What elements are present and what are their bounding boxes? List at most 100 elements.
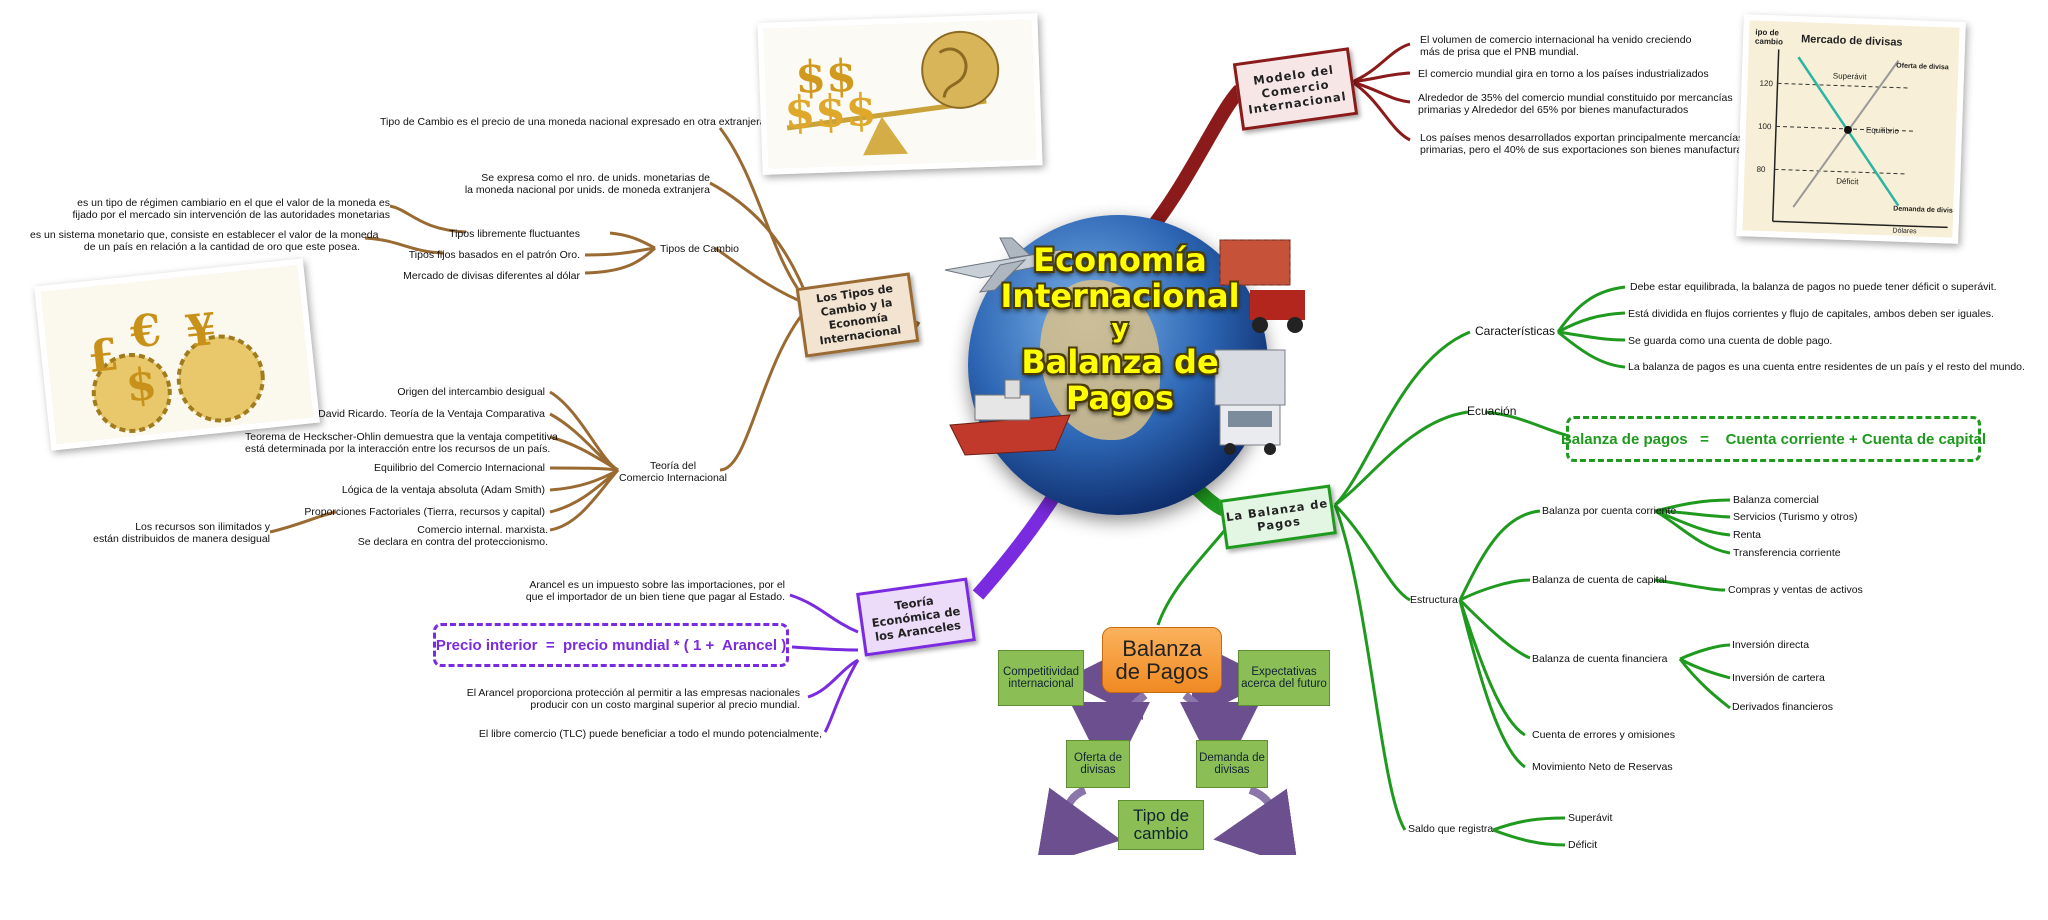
flow-competitividad: Competitividad internacional	[998, 650, 1084, 706]
teoria-item-2: David Ricardo. Teoría de la Ventaja Comp…	[318, 408, 545, 420]
center-title-line3: y	[1111, 314, 1129, 344]
balanza-car-3: Se guarda como una cuenta de doble pago.	[1628, 335, 1833, 347]
fx-xlabel: Dólares	[1892, 228, 1917, 236]
photo-scale-dollars: $$ $$$	[757, 13, 1043, 175]
balanza-saldo-deficit: Déficit	[1568, 839, 1598, 851]
photo-fx-chart: ipo de cambio Mercado de divisas 120 100…	[1736, 14, 1966, 244]
fx-ylabel-2: cambio	[1755, 37, 1783, 47]
balanza-estructura: Estructura	[1410, 594, 1458, 606]
balanza-car-2: Está dividida en flujos corrientes y flu…	[1628, 308, 1994, 320]
modelo-item-2: El comercio mundial gira en torno a los …	[1418, 68, 1709, 80]
svg-text:£: £	[85, 329, 121, 383]
tipos-definicion: Tipo de Cambio es el precio de una moned…	[380, 116, 769, 128]
purple-branches	[789, 593, 860, 733]
modelo-item-4: Los países menos desarrollados exportan …	[1420, 132, 1763, 156]
balanza-financiera-2: Inversión de cartera	[1732, 672, 1825, 684]
tipos-cambio-label: Tipos de Cambio	[660, 243, 739, 255]
center-title-line4: Balanza de	[1021, 343, 1219, 381]
tipos-fijos: Tipos fijos basados en el patrón Oro.	[408, 249, 580, 261]
flow-tipo-text: Tipo de cambio	[1132, 806, 1190, 843]
balanza-saldo: Saldo que registra	[1408, 823, 1494, 835]
svg-text:$: $	[123, 358, 159, 412]
svg-text:€: €	[127, 305, 164, 359]
brown-branches	[269, 127, 921, 534]
flow-oferta-text: Oferta de divisas	[1074, 752, 1122, 776]
balanza-ecuacion: Ecuación	[1467, 404, 1517, 418]
balanza-capital: Balanza de cuenta de capital	[1532, 574, 1667, 586]
svg-text:¥: ¥	[183, 304, 219, 358]
tipos-fluct-desc: es un tipo de régimen cambiario en el qu…	[72, 197, 390, 221]
ship-icon	[945, 370, 1075, 460]
node-modelo-label: Modelo del Comercio Internacional	[1247, 62, 1348, 117]
flow-expectativas-text: Expectativas acerca del futuro	[1241, 666, 1327, 690]
fx-oferta-label: Oferta de divisa	[1896, 63, 1949, 72]
fx-ylabel-1: ipo de	[1755, 28, 1779, 38]
flow-competitividad-text: Competitividad internacional	[1002, 666, 1080, 690]
balanza-corriente-1: Balanza comercial	[1733, 494, 1819, 506]
flow-oferta: Oferta de divisas	[1066, 740, 1130, 788]
balanza-financiera-1: Inversión directa	[1732, 639, 1810, 651]
fx-tick-label: 120	[1759, 79, 1773, 88]
modelo-item-1: El volumen de comercio internacional ha …	[1420, 34, 1692, 58]
balanza-financiera: Balanza de cuenta financiera	[1532, 653, 1668, 665]
node-balanza-label: La Balanza de Pagos	[1225, 495, 1329, 534]
balanza-formula-text: Balanza de pagos = Cuenta corriente + Cu…	[1560, 430, 1987, 448]
teoria-recursos: Los recursos son ilimitados y están dist…	[93, 521, 270, 545]
truck-icon	[1210, 345, 1290, 455]
red-trunk	[1144, 85, 1246, 235]
teoria-item-5: Lógica de la ventaja absoluta (Adam Smit…	[341, 484, 545, 496]
tipos-fluctuantes: Tipos libremente fluctuantes	[449, 228, 580, 240]
balanza-corriente: Balanza por cuenta corriente	[1542, 505, 1677, 517]
aranceles-item-1: Arancel es un impuesto sobre las importa…	[525, 579, 785, 603]
fx-tick-label: 80	[1756, 165, 1766, 174]
center-title-line2: Internacional	[1000, 277, 1240, 315]
aranceles-item-3: El libre comercio (TLC) puede beneficiar…	[478, 728, 822, 740]
red-branches	[1351, 42, 1411, 142]
fx-equilibrio-label: Equilibrio	[1866, 126, 1900, 136]
flow-balanza-text: Balanza de Pagos	[1115, 636, 1209, 684]
balanza-saldo-superavit: Superávit	[1568, 812, 1613, 824]
center-title-line1: Economía	[1033, 241, 1207, 279]
fx-demanda-label: Demanda de divisas	[1893, 206, 1959, 215]
globe-continent	[1040, 280, 1160, 440]
fx-tick-label: 100	[1758, 122, 1772, 131]
aranceles-item-2: El Arancel proporciona protección al per…	[466, 687, 800, 711]
teoria-item-7: Comercio internal. marxista. Se declara …	[357, 524, 548, 548]
teoria-comercio-label: Teoría del Comercio Internacional	[619, 460, 727, 484]
flow-balanza-center: Balanza de Pagos	[1102, 627, 1222, 693]
aranceles-formula: Precio interior = precio mundial * ( 1 +…	[433, 623, 789, 667]
green-branches	[1156, 285, 1731, 847]
teoria-item-4: Equilibrio del Comercio Internacional	[373, 462, 545, 474]
teoria-item-1: Origen del intercambio desigual	[397, 386, 545, 398]
balanza-capital-item: Compras y ventas de activos	[1728, 584, 1863, 596]
balanza-financiera-3: Derivados financieros	[1732, 701, 1833, 713]
fx-chart-title: Mercado de divisas	[1801, 33, 1903, 49]
center-title-line5: Pagos	[1065, 379, 1175, 417]
teoria-item-6: Proporciones Factoriales (Tierra, recurs…	[304, 506, 545, 518]
flow-demanda: Demanda de divisas	[1196, 740, 1268, 788]
tipos-fijos-desc: es un sistema monetario que, consiste en…	[30, 229, 379, 253]
balanza-car-4: La balanza de pagos es una cuenta entre …	[1628, 361, 2025, 373]
fx-deficit-label: Déficit	[1836, 177, 1859, 187]
modelo-item-3: Alrededor de 35% del comercio mundial co…	[1418, 92, 1733, 116]
node-aranceles-label: Teoría Económica de los Aranceles	[870, 593, 962, 644]
photo-currency-gears: £ € ¥ $	[34, 258, 320, 451]
svg-text:$$: $$	[794, 51, 857, 104]
fx-superavit-label: Superávit	[1833, 71, 1868, 81]
node-tipos-label: Los Tipos de Cambio y la Economía Intern…	[815, 281, 902, 348]
tipos-expresa: Se expresa como el nro. de unids. moneta…	[464, 172, 710, 196]
balanza-reservas: Movimiento Neto de Reservas	[1532, 761, 1673, 773]
center-title: Economía Internacional y Balanza de Pago…	[990, 242, 1250, 416]
svg-text:$$$: $$$	[784, 85, 878, 139]
container-crane-icon	[1200, 220, 1320, 340]
balanza-corriente-3: Renta	[1733, 529, 1762, 541]
balanza-corriente-4: Transferencia corriente	[1733, 547, 1841, 559]
aranceles-formula-text: Precio interior = precio mundial * ( 1 +…	[435, 636, 787, 654]
flow-expectativas: Expectativas acerca del futuro	[1238, 650, 1330, 706]
balanza-corriente-2: Servicios (Turismo y otros)	[1733, 511, 1858, 523]
tipos-mercado: Mercado de divisas diferentes al dólar	[403, 270, 580, 282]
balanza-errores: Cuenta de errores y omisiones	[1532, 729, 1675, 741]
balanza-caracteristicas: Características	[1475, 324, 1556, 338]
teoria-item-3: Teorema de Heckscher-Ohlin demuestra que…	[245, 431, 558, 455]
balanza-formula: Balanza de pagos = Cuenta corriente + Cu…	[1561, 416, 1986, 462]
